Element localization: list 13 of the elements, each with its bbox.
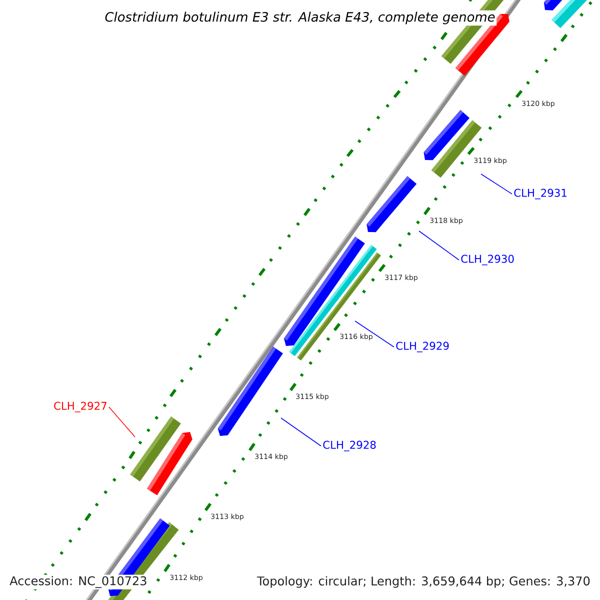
genome-info-label: Topology: circular; Length: 3,659,644 bp; Genes: 3,370 [256, 574, 592, 590]
leader-line [480, 174, 512, 194]
leader-line [280, 418, 322, 446]
leader-line [108, 406, 136, 438]
leader-line [418, 230, 460, 260]
title: Clostridium botulinum E3 str. Alaska E43, complete genome [103, 10, 497, 26]
gene-label: CLH_2931 [514, 188, 566, 200]
gene-label: CLH_2927 [54, 402, 106, 412]
accession-label: Accession: NC_010723 [8, 574, 149, 590]
gene-label: CLH_2928 [323, 440, 376, 452]
gene-label: CLH_2929 [396, 342, 449, 352]
gene-label: CLH_2930 [461, 254, 514, 266]
leader-line [354, 320, 394, 348]
